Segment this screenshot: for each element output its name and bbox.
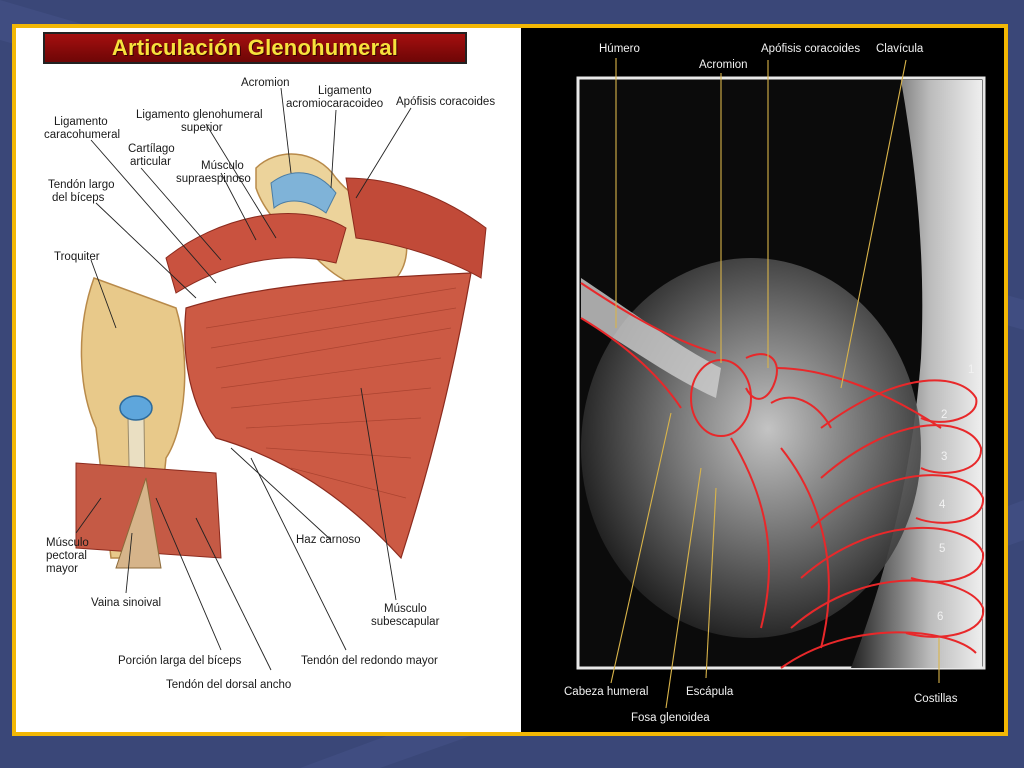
xray-label-clavicula: Clavícula bbox=[876, 43, 924, 55]
rib-number-5: 5 bbox=[939, 543, 945, 555]
label-tendon-biceps-1: Tendón largo bbox=[48, 179, 115, 191]
xray-label-humero: Húmero bbox=[599, 43, 640, 55]
rib-number-3: 3 bbox=[941, 451, 947, 463]
coracoid-muscle-shape bbox=[345, 177, 487, 279]
label-supraespinoso-2: supraespinoso bbox=[176, 173, 251, 185]
label-tendon-biceps-2: del bíceps bbox=[52, 192, 105, 204]
label-ligamento-glenohumeral-1: Ligamento glenohumeral bbox=[136, 109, 263, 121]
xray-label-fosa-glenoidea: Fosa glenoidea bbox=[631, 712, 710, 724]
xray-label-acromion: Acromion bbox=[699, 59, 748, 71]
rib-number-6: 6 bbox=[937, 611, 943, 623]
slide-title-box: Articulación Glenohumeral bbox=[43, 32, 467, 64]
slide-title: Articulación Glenohumeral bbox=[111, 35, 399, 60]
label-acromion: Acromion bbox=[241, 77, 290, 89]
ligament-shape bbox=[270, 172, 337, 214]
label-supraespinoso-1: Músculo bbox=[201, 160, 244, 172]
xray-label-coracoides: Apófisis coracoides bbox=[761, 43, 860, 55]
label-ligamento-coracohumeral-1: Ligamento bbox=[54, 116, 108, 128]
rib-number-labels: 1 2 3 4 5 6 bbox=[937, 364, 974, 623]
label-ligamento-glenohumeral-2: superior bbox=[181, 122, 223, 134]
label-haz-carnoso: Haz carnoso bbox=[296, 534, 361, 546]
rib-number-2: 2 bbox=[941, 409, 947, 421]
label-ligamento-coracohumeral-2: caracohumeral bbox=[44, 129, 120, 141]
label-tendon-dorsal-ancho: Tendón del dorsal ancho bbox=[166, 679, 291, 691]
label-pectoral-3: mayor bbox=[46, 563, 78, 575]
shoulder-xray-image: 1 2 3 4 5 6 Húmero Acromion Apófi bbox=[564, 43, 986, 724]
label-cartilago-1: Cartílago bbox=[128, 143, 175, 155]
slide-frame: Acromion Ligamento acromiocaracoideo Apó… bbox=[12, 24, 1008, 736]
tendon-sheath-shape bbox=[119, 395, 153, 421]
label-subescapular-2: subescapular bbox=[371, 616, 440, 628]
supraspinatus-muscle-shape bbox=[165, 213, 347, 294]
label-troquiter: Troquiter bbox=[54, 251, 100, 263]
xray-label-costillas: Costillas bbox=[914, 693, 958, 705]
label-ligamento-acromiocoracoideo-2: acromiocaracoideo bbox=[286, 98, 383, 110]
rib-number-4: 4 bbox=[939, 499, 946, 511]
label-tendon-redondo-mayor: Tendón del redondo mayor bbox=[301, 655, 438, 667]
xray-label-cabeza-humeral: Cabeza humeral bbox=[564, 686, 648, 698]
xray-leader-lines bbox=[610, 58, 940, 709]
anatomy-illustration-panel: Acromion Ligamento acromiocaracoideo Apó… bbox=[16, 28, 521, 732]
rib-number-1: 1 bbox=[968, 364, 974, 376]
muscle-fiber-lines bbox=[205, 287, 457, 499]
shoulder-anatomy-illustration: Acromion Ligamento acromiocaracoideo Apó… bbox=[44, 77, 495, 691]
label-ligamento-acromiocoracoideo-1: Ligamento bbox=[318, 85, 372, 97]
illustration-leader-lines bbox=[75, 87, 412, 671]
label-porcion-larga-biceps: Porción larga del bíceps bbox=[118, 655, 242, 667]
subscapularis-muscle-shape bbox=[184, 272, 472, 560]
xray-neck-soft-tissue bbox=[851, 80, 982, 668]
tendon-band-shape bbox=[115, 477, 162, 569]
label-vaina-sinovial: Vaina sinoival bbox=[91, 597, 161, 609]
label-subescapular-1: Músculo bbox=[384, 603, 427, 615]
label-cartilago-2: articular bbox=[130, 156, 171, 168]
xray-panel: 1 2 3 4 5 6 Húmero Acromion Apófi bbox=[521, 28, 1004, 732]
label-pectoral-1: Músculo bbox=[46, 537, 89, 549]
label-apofisis-coracoides: Apófisis coracoides bbox=[396, 96, 495, 108]
label-pectoral-2: pectoral bbox=[46, 550, 87, 562]
xray-label-escapula: Escápula bbox=[686, 686, 734, 698]
